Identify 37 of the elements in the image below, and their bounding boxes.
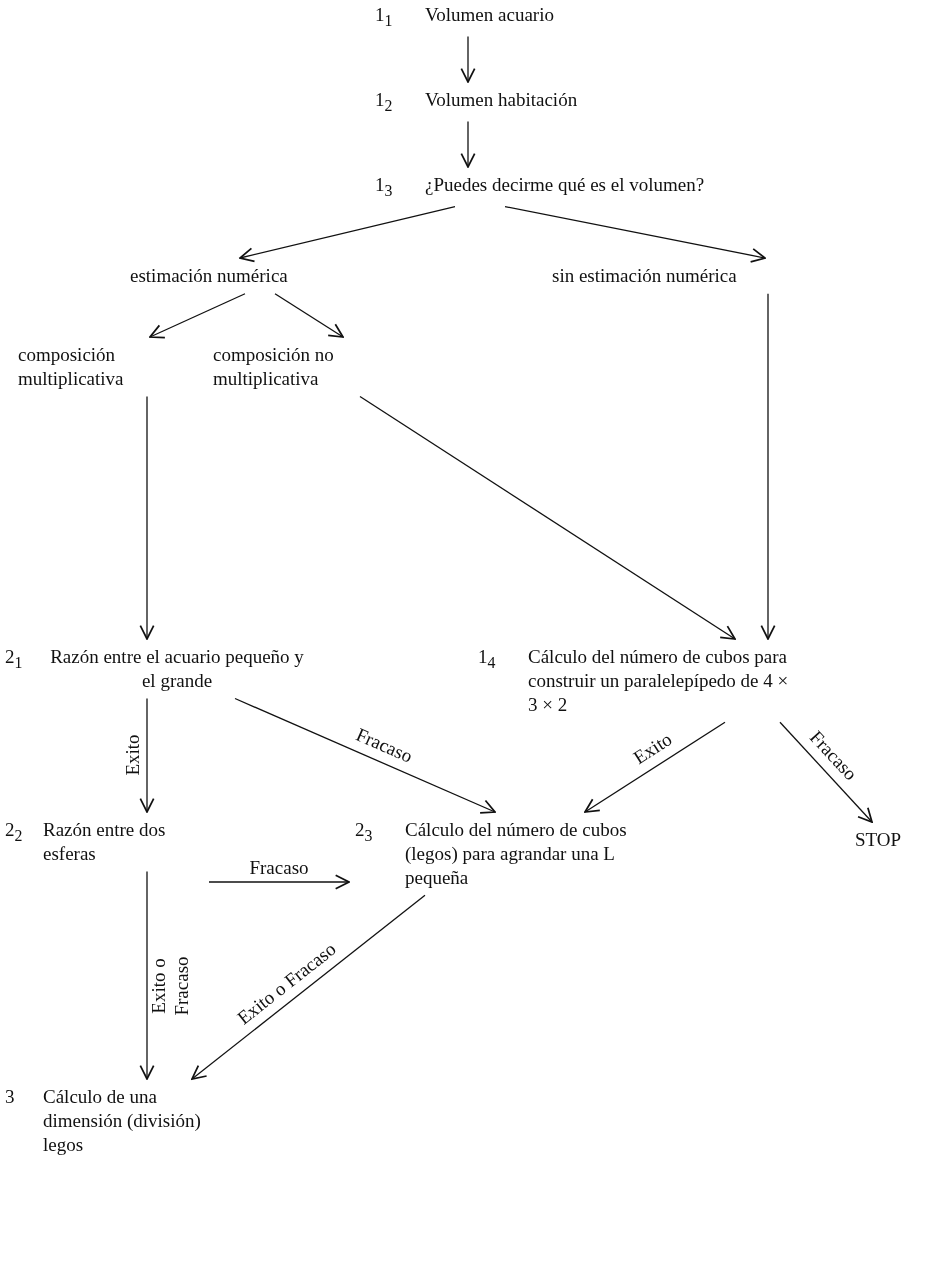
step-number: 2$_{1}$: [5, 645, 24, 673]
arrow: [504, 205, 766, 263]
step-text: Cálculo de una dimensión (división) legos: [43, 1085, 202, 1157]
arrow: [359, 395, 736, 640]
arrow: [760, 293, 776, 640]
step-text: sin estimación numérica: [552, 264, 738, 288]
step-number: 1$_{4}$: [478, 645, 497, 673]
step-text: estimación numérica: [130, 264, 289, 288]
arrow: [139, 870, 155, 1080]
arrow: [149, 293, 246, 339]
step-text: Volumen habitación: [425, 88, 579, 112]
step-text: Volumen acuario: [425, 3, 555, 27]
arrow: [584, 721, 726, 813]
step-text: composición no multiplicativa: [213, 343, 335, 391]
arrow: [239, 205, 456, 263]
arrow: [460, 35, 476, 83]
step-number: 2$_{2}$: [5, 818, 24, 846]
step-text: Razón entre dos esferas: [43, 818, 167, 866]
arrow: [139, 697, 155, 813]
step-text: composición multiplicativa: [18, 343, 125, 391]
step-number: 1$_{1}$: [375, 3, 394, 31]
arrow: [208, 874, 350, 890]
step-text: STOP: [855, 828, 903, 852]
arrow: [274, 293, 344, 338]
arrow: [191, 894, 426, 1080]
arrow: [460, 120, 476, 168]
step-number: 1$_{3}$: [375, 173, 394, 201]
step-text: Razón entre el acuario pequeño y el grande: [49, 645, 305, 693]
step-number: 1$_{2}$: [375, 88, 394, 116]
step-number: 2$_{3}$: [355, 818, 374, 846]
step-text: ¿Puedes decirme qué es el volumen?: [425, 173, 706, 197]
step-text: Cálculo del número de cubos (legos) para agrandar una L pequeña: [405, 818, 628, 890]
step-text: Cálculo del número de cubos para construir un paralelepípedo de 4 × 3 × 2: [528, 645, 790, 717]
arrow: [779, 721, 873, 823]
arrow: [139, 395, 155, 640]
arrow: [234, 697, 496, 814]
step-number: 3: [5, 1085, 16, 1109]
